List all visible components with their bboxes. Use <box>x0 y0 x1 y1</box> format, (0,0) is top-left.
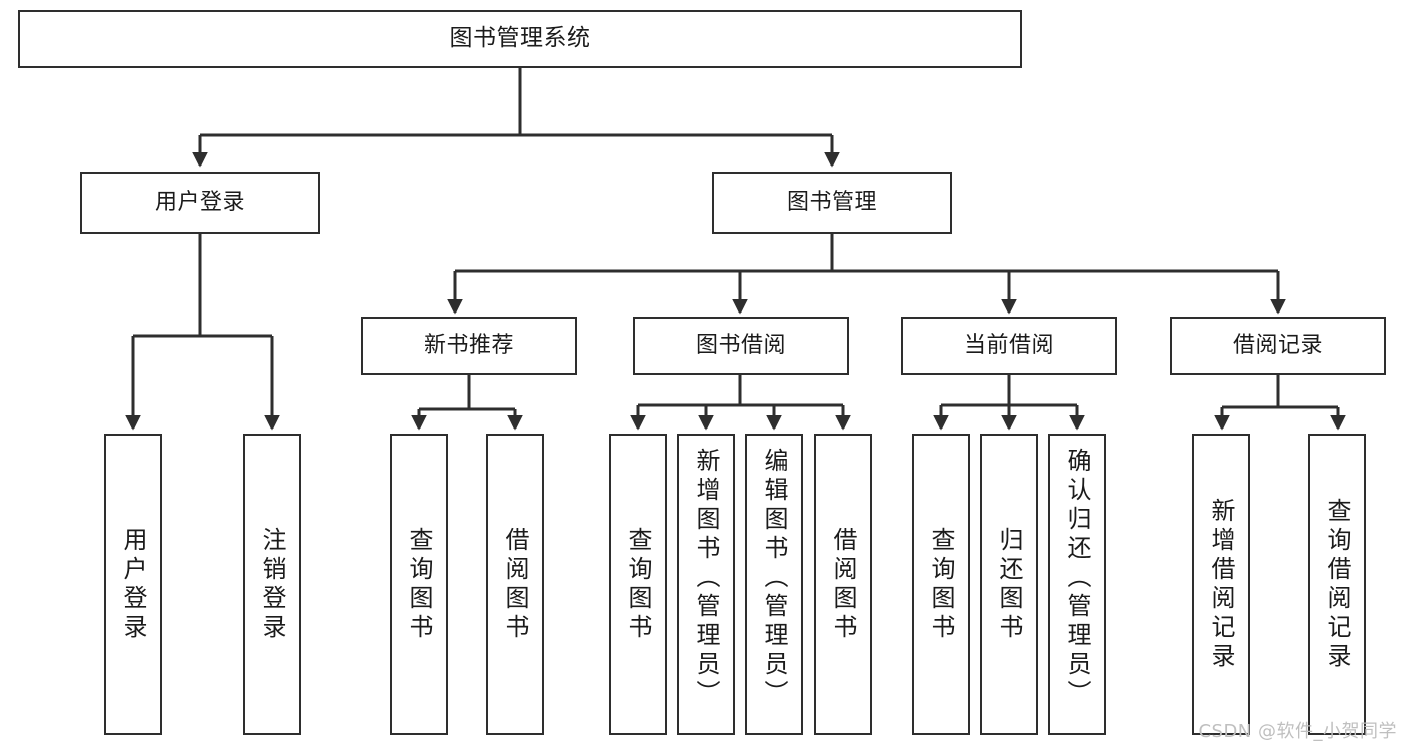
node-label: 图书管理 <box>786 190 877 216</box>
node-new-book-recommend[interactable]: 新书推荐 <box>361 317 577 375</box>
node-borrow-record[interactable]: 借阅记录 <box>1170 317 1386 375</box>
node-book-management[interactable]: 图书管理 <box>712 172 952 234</box>
node-current-borrow[interactable]: 当前借阅 <box>901 317 1117 375</box>
csdn-watermark: CSDN @软件_小贺同学 <box>1198 721 1397 742</box>
node-label: 归还图书 <box>995 526 1023 643</box>
leaf-user-logout[interactable]: 注销登录 <box>243 434 301 735</box>
leaf-edit-book-admin[interactable]: 编辑图书（管理员） <box>745 434 803 735</box>
node-label: 新增借阅记录 <box>1207 497 1235 672</box>
node-label: 借阅图书 <box>829 526 857 643</box>
leaf-add-borrow-record[interactable]: 新增借阅记录 <box>1192 434 1250 735</box>
leaf-query-book-borrow[interactable]: 查询图书 <box>609 434 667 735</box>
leaf-query-borrow-record[interactable]: 查询借阅记录 <box>1308 434 1366 735</box>
node-label: 用户登录 <box>119 526 147 643</box>
node-user-login[interactable]: 用户登录 <box>80 172 320 234</box>
node-label: 查询借阅记录 <box>1323 497 1351 672</box>
node-label: 确认归还（管理员） <box>1063 448 1091 709</box>
node-book-borrow[interactable]: 图书借阅 <box>633 317 849 375</box>
leaf-query-book-current[interactable]: 查询图书 <box>912 434 970 735</box>
node-label: 查询图书 <box>624 526 652 643</box>
node-label: 注销登录 <box>258 526 286 643</box>
node-root-system[interactable]: 图书管理系统 <box>18 10 1022 68</box>
leaf-user-login[interactable]: 用户登录 <box>104 434 162 735</box>
leaf-borrow-book-recommend[interactable]: 借阅图书 <box>486 434 544 735</box>
node-label: 查询图书 <box>405 526 433 643</box>
node-label: 当前借阅 <box>963 333 1054 359</box>
leaf-add-book-admin[interactable]: 新增图书（管理员） <box>677 434 735 735</box>
leaf-query-book-recommend[interactable]: 查询图书 <box>390 434 448 735</box>
node-label: 借阅图书 <box>501 526 529 643</box>
leaf-return-book[interactable]: 归还图书 <box>980 434 1038 735</box>
leaf-borrow-book[interactable]: 借阅图书 <box>814 434 872 735</box>
node-label: 图书管理系统 <box>449 25 591 52</box>
node-label: 新增图书（管理员） <box>692 448 720 709</box>
node-label: 新书推荐 <box>423 333 514 359</box>
node-label: 图书借阅 <box>695 333 786 359</box>
leaf-confirm-return-admin[interactable]: 确认归还（管理员） <box>1048 434 1106 735</box>
node-label: 编辑图书（管理员） <box>760 448 788 709</box>
node-label: 用户登录 <box>154 190 245 216</box>
node-label: 借阅记录 <box>1232 333 1323 359</box>
node-label: 查询图书 <box>927 526 955 643</box>
